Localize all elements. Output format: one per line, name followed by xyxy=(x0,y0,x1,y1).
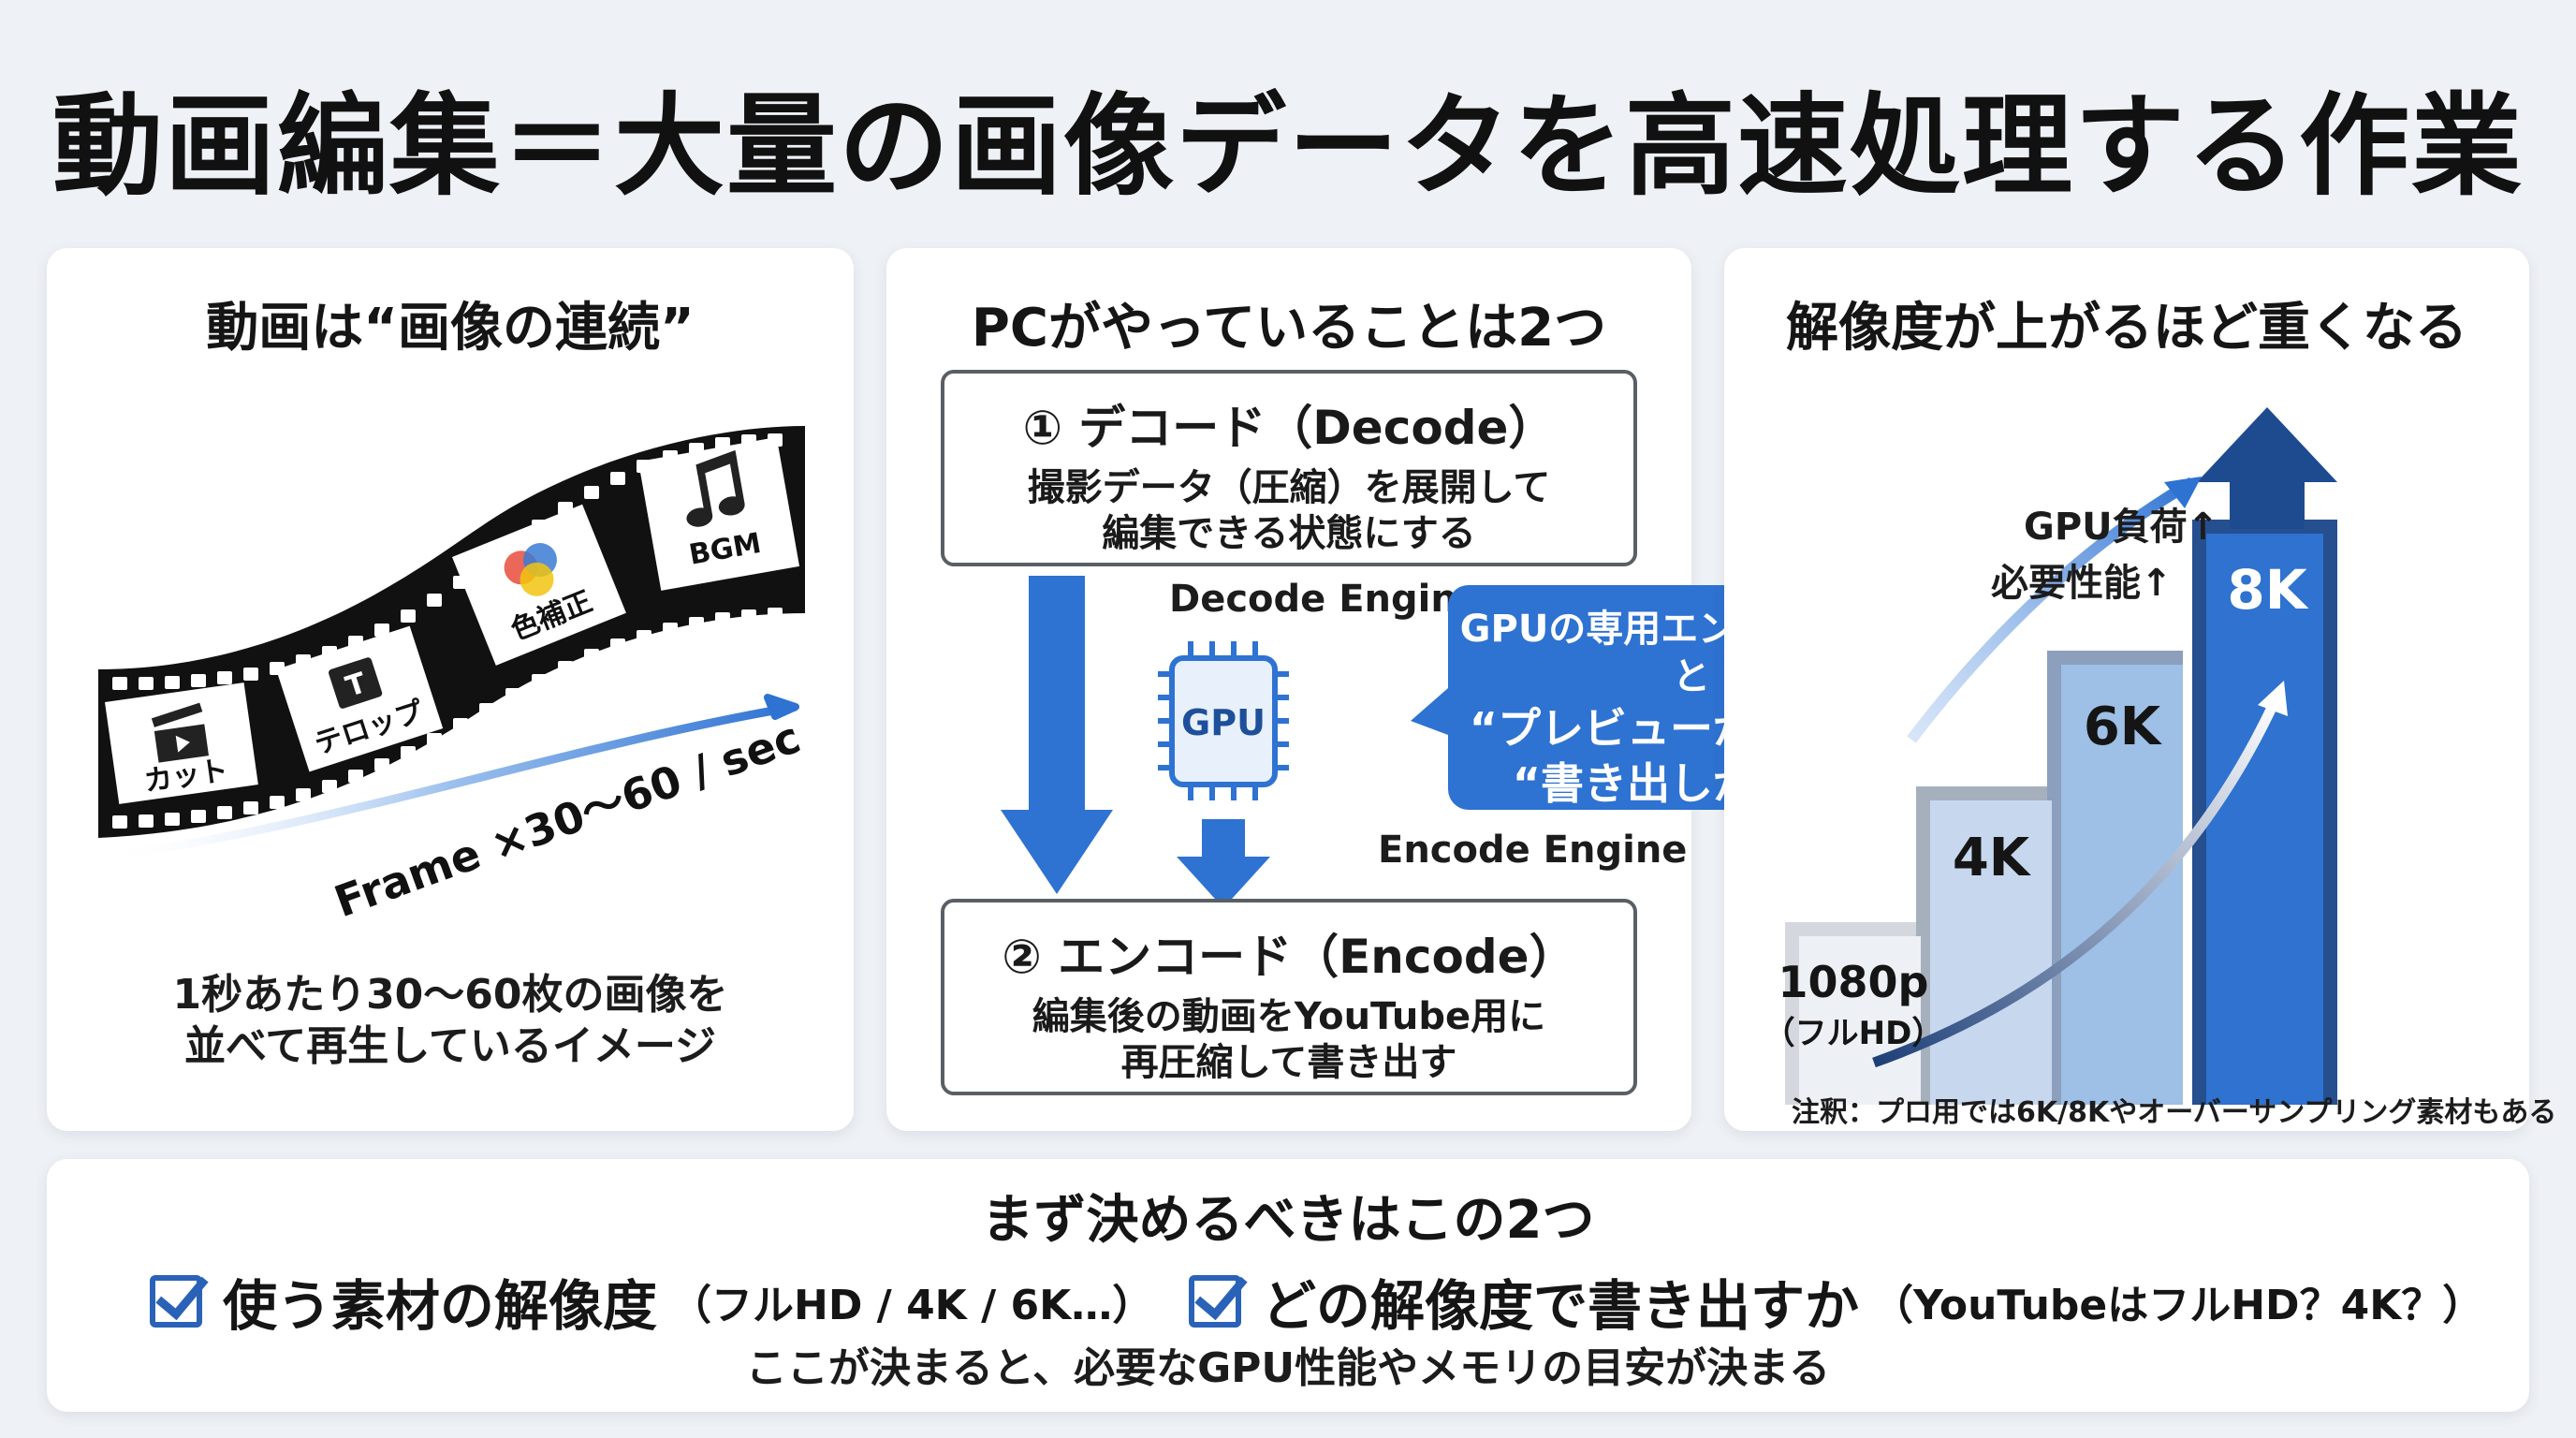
panel1-caption: 1秒あたり30～60枚の画像を 並べて再生しているイメージ xyxy=(172,971,728,1070)
svg-text:6K: 6K xyxy=(2084,697,2163,757)
panel-decisions: まず決めるべきはこの2つ 使う素材の解像度 （フルHD / 4K / 6K…） … xyxy=(47,1159,2529,1412)
text-t-icon: T xyxy=(329,657,383,709)
frame-bgm: BGM xyxy=(638,436,800,591)
page-title: 動画編集＝大量の画像データを高速処理する作業 xyxy=(51,81,2524,211)
frame-cut: カット xyxy=(105,682,258,804)
step-8k xyxy=(2206,534,2323,1105)
clapperboard-icon xyxy=(151,702,210,763)
up-arrow-8k-icon xyxy=(2197,407,2337,529)
svg-text:4K: 4K xyxy=(1953,828,2032,888)
check2-sub: （YouTubeはフルHD？4K？） xyxy=(1872,1282,2484,1329)
gpu-load-label: GPU負荷↑ xyxy=(2024,506,2219,549)
gpu-chip-icon: GPU xyxy=(1158,641,1289,800)
color-circles-icon xyxy=(504,543,557,596)
panel-pc-tasks: PCがやっていることは2つ ① デコード（Decode） 撮影データ（圧縮）を展… xyxy=(886,248,1935,1131)
encode-desc: 編集後の動画をYouTube用に 再圧縮して書き出す xyxy=(1032,995,1546,1084)
svg-text:GPU: GPU xyxy=(1181,702,1266,743)
svg-text:（フルHD）: （フルHD） xyxy=(1764,1015,1944,1052)
check1-sub: （フルHD / 4K / 6K…） xyxy=(670,1282,1154,1329)
panel3-heading: 解像度が上がるほど重くなる xyxy=(1786,298,2467,359)
decode-engine-label: Decode Engine xyxy=(1169,578,1483,621)
check2-main: どの解像度で書き出すか xyxy=(1262,1274,1860,1338)
panel4-heading: まず決めるべきはこの2つ xyxy=(981,1190,1595,1251)
step-1080p xyxy=(1799,936,1921,1105)
svg-text:1080p: 1080p xyxy=(1778,957,1929,1007)
encode-engine-label: Encode Engine xyxy=(1378,829,1688,872)
panel1-heading: 動画は“画像の連続” xyxy=(206,298,695,359)
decode-title: ① デコード（Decode） xyxy=(1022,401,1556,455)
step-6k xyxy=(2061,665,2183,1105)
decode-desc: 撮影データ（圧縮）を展開して 編集できる状態にする xyxy=(1027,466,1551,555)
check-item-export: どの解像度で書き出すか （YouTubeはフルHD？4K？） xyxy=(1189,1262,2483,1341)
checkbox-checked-icon xyxy=(1189,1275,1241,1328)
svg-text:8K: 8K xyxy=(2227,558,2308,622)
frame-telop: T テロップ xyxy=(276,625,444,772)
checkbox-checked-icon xyxy=(150,1275,202,1328)
music-note-icon xyxy=(686,449,745,527)
panel-video-frames: 動画は“画像の連続” xyxy=(47,248,854,1131)
panel2-heading: PCがやっていることは2つ xyxy=(971,298,1607,359)
step-4k xyxy=(1930,800,2052,1105)
resolution-staircase: 1080p （フルHD） 4K 6K 8K xyxy=(1764,407,2337,1105)
required-perf-label: 必要性能↑ xyxy=(1991,562,2173,605)
panel4-footer: ここが決まると、必要なGPU性能やメモリの目安が決まる xyxy=(745,1344,1831,1392)
encode-title: ② エンコード（Encode） xyxy=(1002,930,1576,984)
diag-arrowhead-icon xyxy=(2164,477,2202,508)
panel-resolution-load: 解像度が上がるほど重くなる xyxy=(1724,248,2556,1131)
down-arrow-gpu-icon xyxy=(1177,819,1270,908)
encode-box: ② エンコード（Encode） 編集後の動画をYouTube用に 再圧縮して書き… xyxy=(941,899,1637,1095)
decode-box: ① デコード（Decode） 撮影データ（圧縮）を展開して 編集できる状態にする xyxy=(941,370,1637,566)
swoosh-arrowhead-icon xyxy=(764,694,799,720)
flow-arrows: GPU xyxy=(1001,576,1448,908)
panel3-note: 注釈：プロ用では6K/8Kやオーバーサンプリング素材もある xyxy=(1792,1096,2557,1129)
curve-arrowhead-icon xyxy=(2258,681,2288,716)
film-strip-illustration: カット T テロップ 色補正 xyxy=(98,426,807,927)
check-item-source: 使う素材の解像度 （フルHD / 4K / 6K…） xyxy=(150,1262,1153,1341)
down-arrow-left-icon xyxy=(1001,576,1113,894)
frame-color-correction: 色補正 xyxy=(451,504,626,666)
check1-main: 使う素材の解像度 xyxy=(223,1274,658,1338)
